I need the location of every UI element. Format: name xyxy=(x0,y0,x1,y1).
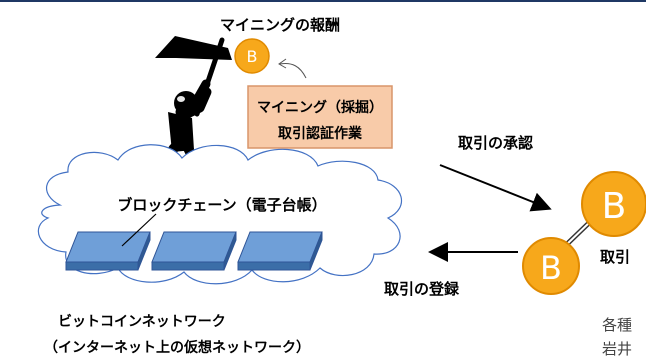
mining-box-line1: マイニング（採掘） xyxy=(257,99,383,116)
transaction-coin-lower-icon: B xyxy=(522,237,580,295)
registration-label: 取引の登録 xyxy=(384,280,460,298)
transaction-coin-upper-icon: B xyxy=(581,171,646,237)
upper-coin-symbol: B xyxy=(602,186,627,227)
reward-arrow xyxy=(279,63,307,79)
lower-coin-symbol: B xyxy=(540,249,562,287)
ledger-block-2 xyxy=(151,231,237,271)
blockchain-pointer xyxy=(121,213,157,247)
network-label-line2: （インターネット上の仮想ネットワーク） xyxy=(44,339,310,356)
reward-coin-symbol: B xyxy=(247,47,258,66)
network-label-line1: ビットコインネットワーク xyxy=(58,314,226,330)
transaction-link-inner xyxy=(564,219,593,247)
ledger-block-3 xyxy=(237,231,323,271)
reward-label: マイニングの報酬 xyxy=(220,16,340,34)
transaction-label: 取引 xyxy=(600,248,630,266)
blockchain-label: ブロックチェーン（電子台帳） xyxy=(117,196,326,214)
approval-arrow xyxy=(439,164,552,212)
mining-work-box xyxy=(247,85,393,149)
reward-arrow-head xyxy=(278,58,287,69)
partial-note-1: 各種 xyxy=(602,316,632,334)
approval-label: 取引の承認 xyxy=(458,134,533,152)
reward-coin-icon: B xyxy=(234,38,270,74)
partial-note-2: 岩井 xyxy=(602,340,632,358)
top-rule xyxy=(0,0,646,2)
ledger-block-1 xyxy=(65,231,151,271)
mining-box-line2: 取引認証作業 xyxy=(278,125,363,142)
